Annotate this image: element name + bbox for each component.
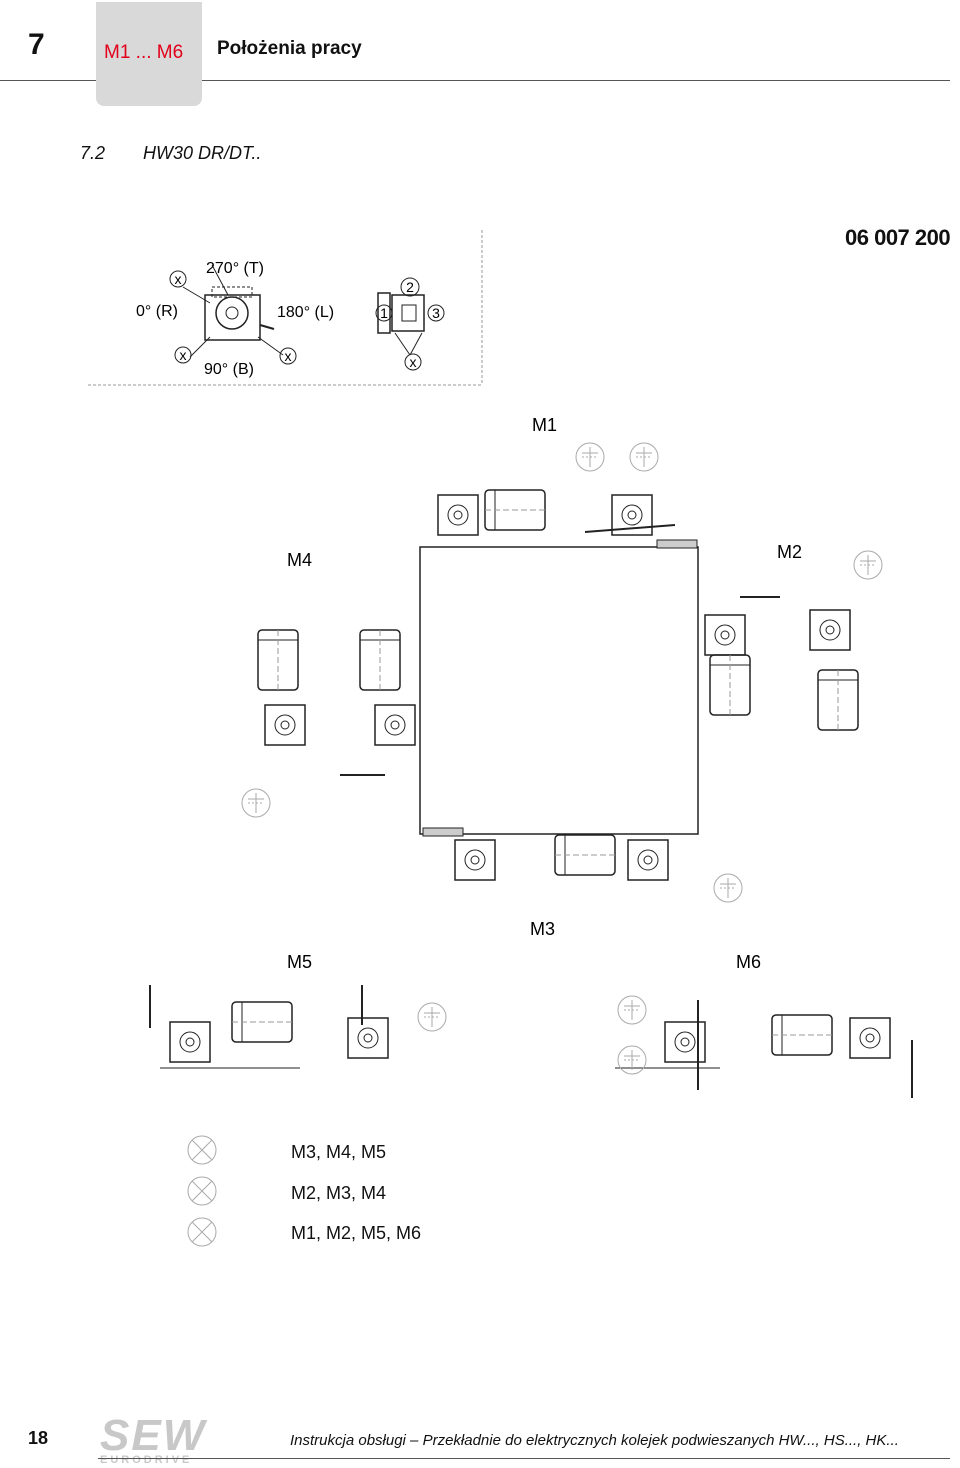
footer-rule	[98, 1458, 950, 1459]
orientation-key-diagram: x x x x 2 1 3 270° (T) 0° (R) 180° (L) 9…	[88, 230, 483, 386]
position-m4-label: M4	[287, 550, 312, 570]
legend-item-3: M1, M2, M5, M6	[291, 1223, 422, 1243]
logo-sub: EURODRIVE	[100, 1454, 193, 1466]
position-m5-label: M5	[287, 952, 312, 972]
oil-level-plug-icon	[187, 1176, 217, 1206]
legend-icons	[187, 1135, 217, 1247]
side-3-label: 3	[432, 305, 440, 321]
marker-x-4: x	[410, 354, 417, 370]
marker-x-1: x	[175, 271, 182, 287]
oil-drain-plug-icon	[187, 1217, 217, 1247]
document-code: 06 007 200	[845, 225, 951, 250]
side-1-label: 1	[380, 305, 388, 321]
header-rule-left	[0, 80, 96, 81]
chapter-range: M1 ... M6	[104, 42, 184, 63]
position-m1-label: M1	[532, 415, 557, 435]
legend-item-2: M2, M3, M4	[291, 1183, 387, 1203]
chapter-tab	[96, 2, 202, 106]
vent-plug-icon	[187, 1135, 217, 1165]
logo-brand: SEW	[100, 1411, 207, 1460]
sew-eurodrive-logo: SEW EURODRIVE	[100, 1411, 207, 1467]
side-2-label: 2	[406, 279, 414, 295]
chapter-number: 7	[28, 28, 45, 61]
angle-270-label: 270° (T)	[206, 260, 264, 277]
angle-90-label: 90° (B)	[204, 361, 254, 378]
angle-180-label: 180° (L)	[277, 304, 334, 321]
section-number: 7.2	[80, 143, 106, 163]
chapter-title: Położenia pracy	[217, 38, 362, 59]
footer-text: Instrukcja obsługi – Przekładnie do elek…	[290, 1432, 899, 1449]
legend-item-1: M3, M4, M5	[291, 1142, 387, 1162]
header-rule-right	[202, 80, 950, 81]
page-number: 18	[28, 1428, 49, 1448]
position-m6-label: M6	[736, 952, 761, 972]
position-m3-label: M3	[530, 919, 555, 939]
angle-0-label: 0° (R)	[136, 303, 178, 320]
marker-x-3: x	[285, 348, 292, 364]
marker-x-2: x	[180, 347, 187, 363]
section-title: HW30 DR/DT..	[143, 143, 262, 163]
mounting-positions-diagram: M1 M2 M4 M3 M5 M6	[149, 415, 913, 1098]
position-m2-label: M2	[777, 542, 802, 562]
